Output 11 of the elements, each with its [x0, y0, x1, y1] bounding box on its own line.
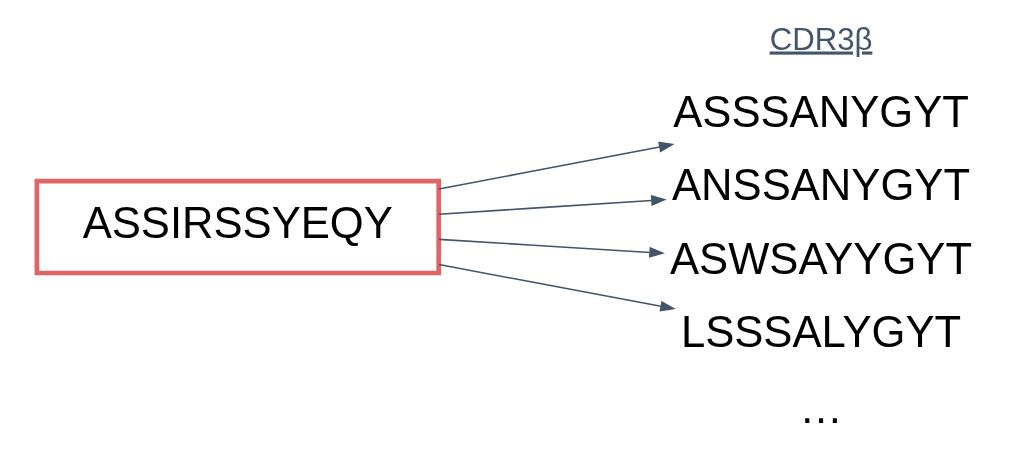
arrow: [437, 238, 665, 258]
arrow: [437, 194, 667, 215]
node-text: ASSSANYGYT: [672, 87, 969, 136]
arrow: [437, 141, 674, 190]
node-text: LSSSALYGYT: [680, 307, 961, 356]
label: CDR3β: [769, 21, 872, 56]
node-text: ASWSAYYGYT: [669, 234, 972, 283]
label: …: [798, 383, 843, 432]
node-text: ANSSANYGYT: [671, 160, 970, 209]
arrow: [437, 263, 676, 312]
node-box: ASSIRSSYEQY: [34, 178, 441, 275]
